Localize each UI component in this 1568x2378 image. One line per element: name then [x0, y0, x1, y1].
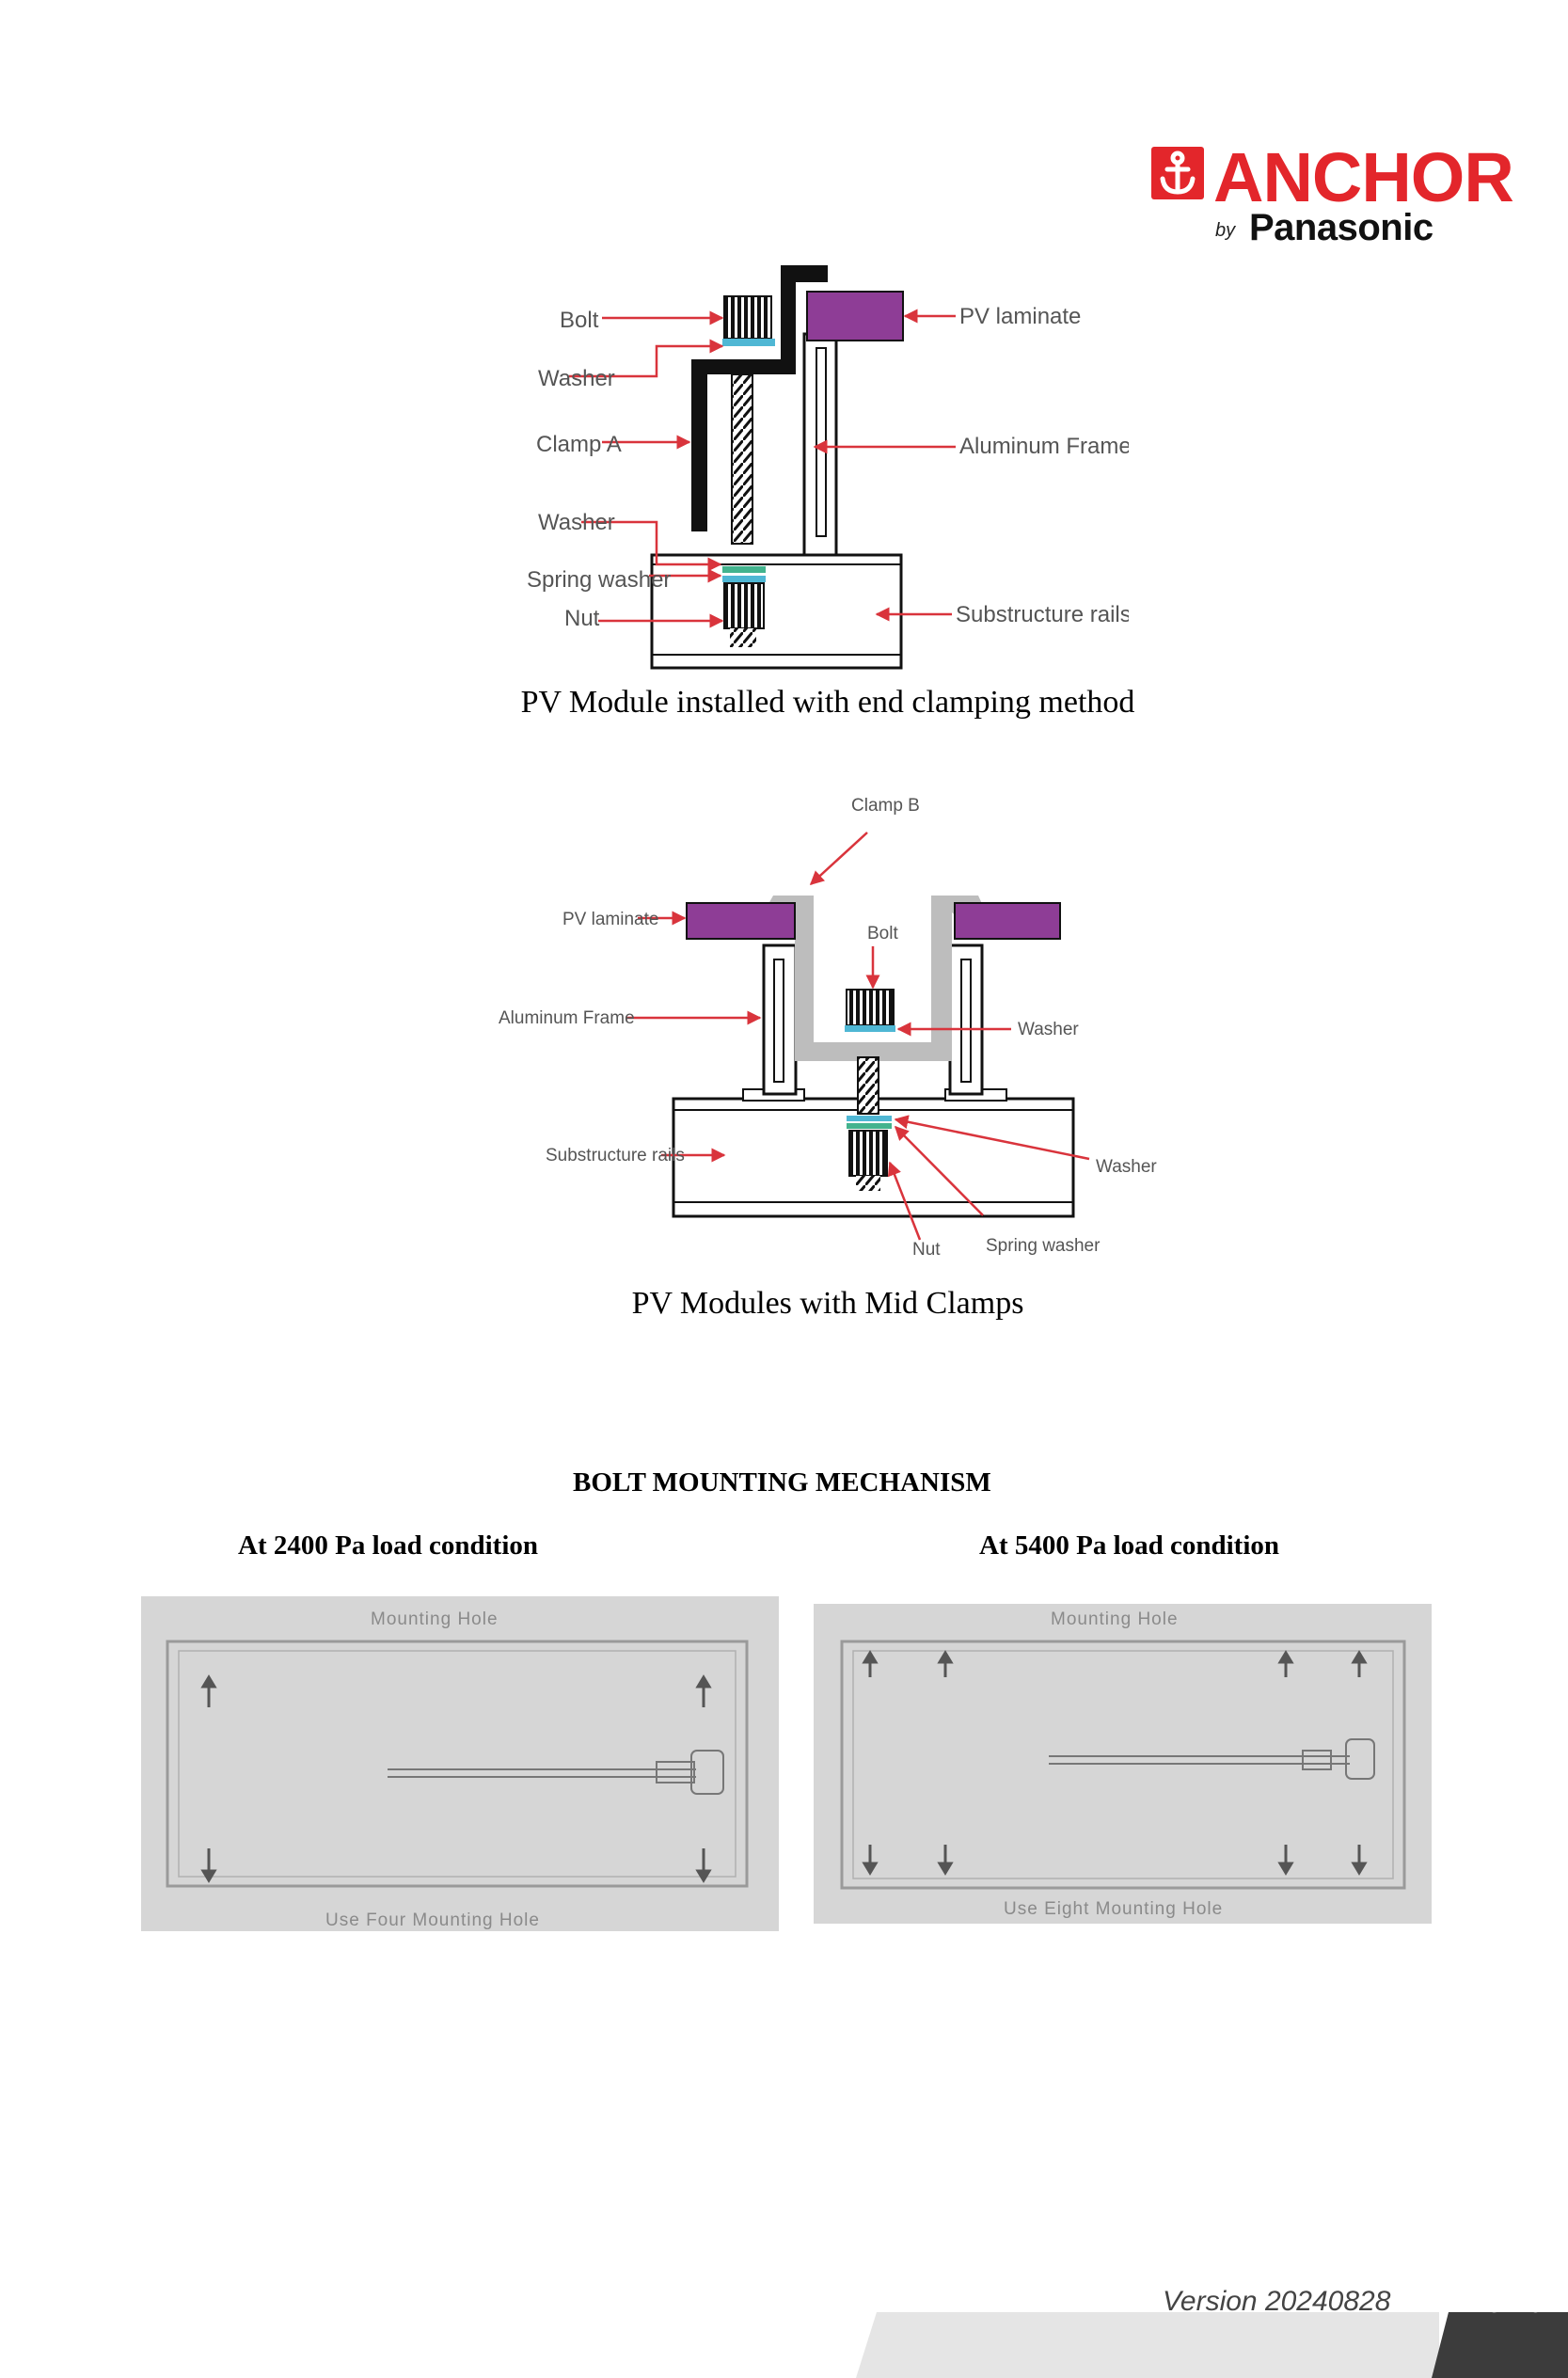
label-clamp-a: Clamp A: [536, 432, 622, 457]
clamp-b: [751, 896, 997, 1061]
label-substructure-rails-2: Substructure rails: [546, 1146, 685, 1165]
footer-version: Version 20240828: [1163, 2286, 1391, 2317]
pv-laminate-left: [686, 902, 796, 940]
brand-name: ANCHOR: [1213, 138, 1514, 216]
end-clamp-diagram: Bolt Washer Clamp A Washer Spring washer…: [527, 265, 1129, 670]
label-pv-laminate-2: PV laminate: [562, 910, 658, 929]
label-washer-top: Washer: [538, 366, 615, 391]
four-hole-panel: Mounting Hole Use Four Mounting Hole: [141, 1596, 779, 1931]
four-hole-bottom-label: Use Four Mounting Hole: [325, 1910, 540, 1930]
clamp-a: [691, 265, 828, 531]
bolt-head: [723, 295, 772, 340]
left-condition-heading: At 2400 Pa load condition: [238, 1530, 539, 1561]
section-title: BOLT MOUNTING MECHANISM: [573, 1467, 991, 1498]
label-spring-washer: Spring washer: [527, 567, 671, 593]
nut-2: [848, 1130, 888, 1177]
nut: [723, 582, 765, 629]
pv-laminate: [806, 291, 904, 341]
eight-hole-panel: Mounting Hole Use Eight Mounting Hole: [814, 1604, 1432, 1924]
label-bolt: Bolt: [560, 308, 599, 333]
footer-page-badge: [1432, 2312, 1568, 2378]
label-clamp-b: Clamp B: [851, 796, 920, 816]
bolt-shaft-2: [857, 1056, 879, 1115]
caption-mid-clamp: PV Modules with Mid Clamps: [631, 1286, 1024, 1321]
footer-version-bar: [856, 2312, 1439, 2378]
brand-sub: Panasonic: [1249, 207, 1433, 248]
pv-laminate-right: [954, 902, 1061, 940]
caption-end-clamp: PV Module installed with end clamping me…: [520, 685, 1135, 720]
brand-by: by: [1215, 220, 1236, 241]
anchor-icon: [1151, 147, 1204, 199]
footer-page-number: No.10: [1465, 2286, 1545, 2319]
bolt-head-2: [846, 989, 895, 1026]
label-pv-laminate: PV laminate: [959, 304, 1081, 329]
mid-clamp-diagram: Clamp B PV laminate Bolt Aluminum Frame …: [499, 796, 1157, 1260]
substructure-rail: [650, 553, 903, 670]
right-condition-heading: At 5400 Pa load condition: [979, 1530, 1280, 1561]
eight-hole-bottom-label: Use Eight Mounting Hole: [1004, 1899, 1223, 1919]
brand-logo: ANCHOR by Panasonic: [1149, 141, 1526, 254]
label-nut: Nut: [564, 606, 600, 631]
label-aluminum-frame-2: Aluminum Frame: [499, 1008, 635, 1028]
eight-hole-top-label: Mounting Hole: [1051, 1609, 1179, 1629]
bolt-shaft: [731, 373, 753, 545]
label-washer-bottom: Washer: [538, 510, 615, 535]
label-nut-2: Nut: [912, 1240, 941, 1260]
label-washer-right-2: Washer: [1096, 1157, 1157, 1177]
label-substructure-rails: Substructure rails: [956, 602, 1129, 627]
label-bolt-2: Bolt: [867, 924, 898, 943]
label-spring-washer-2: Spring washer: [986, 1236, 1101, 1256]
label-washer-top-2: Washer: [1018, 1020, 1079, 1039]
label-aluminum-frame: Aluminum Frame: [959, 434, 1129, 459]
four-hole-top-label: Mounting Hole: [371, 1609, 499, 1629]
